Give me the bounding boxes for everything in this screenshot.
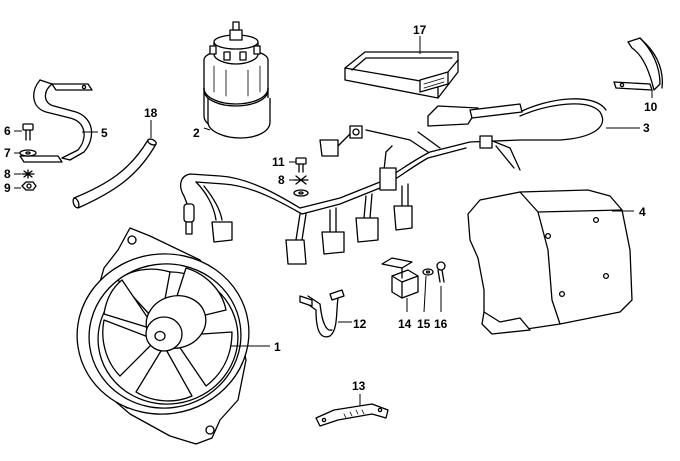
cover[interactable] bbox=[467, 189, 634, 335]
control-unit[interactable] bbox=[344, 36, 459, 99]
washer[interactable] bbox=[293, 189, 309, 197]
label-5: 5 bbox=[101, 126, 108, 140]
screw[interactable] bbox=[14, 123, 34, 141]
washer[interactable] bbox=[422, 268, 434, 313]
label-1: 1 bbox=[274, 340, 281, 354]
label-8-mid: 8 bbox=[278, 173, 285, 187]
washer[interactable] bbox=[14, 149, 37, 157]
label-8-left: 8 bbox=[4, 167, 11, 181]
relay[interactable] bbox=[381, 257, 419, 312]
label-11: 11 bbox=[272, 155, 285, 169]
label-7: 7 bbox=[4, 146, 11, 160]
label-2: 2 bbox=[193, 126, 200, 140]
label-12: 12 bbox=[353, 317, 367, 331]
screw[interactable] bbox=[436, 261, 446, 312]
label-3: 3 bbox=[643, 121, 650, 135]
lock-washer[interactable] bbox=[289, 175, 309, 185]
label-13: 13 bbox=[352, 379, 366, 393]
label-6: 6 bbox=[4, 124, 11, 138]
hose[interactable] bbox=[72, 120, 157, 209]
label-9: 9 bbox=[4, 181, 11, 195]
nut[interactable] bbox=[14, 181, 37, 191]
label-16: 16 bbox=[434, 317, 448, 331]
lock-washer[interactable] bbox=[14, 169, 35, 179]
fuel-pump[interactable] bbox=[203, 21, 271, 139]
label-4: 4 bbox=[639, 205, 646, 219]
bracket[interactable] bbox=[299, 289, 352, 338]
auxiliary-fan[interactable] bbox=[67, 227, 270, 445]
label-17: 17 bbox=[413, 23, 427, 37]
label-14: 14 bbox=[398, 317, 412, 331]
screw[interactable] bbox=[289, 157, 307, 173]
label-10: 10 bbox=[644, 100, 658, 114]
wiring-harness[interactable] bbox=[179, 98, 640, 265]
part-labels: 17 10 2 18 5 6 7 8 9 11 8 3 4 12 14 15 1… bbox=[4, 23, 658, 393]
strap[interactable] bbox=[315, 394, 389, 427]
holder[interactable] bbox=[613, 37, 664, 98]
label-15: 15 bbox=[417, 317, 431, 331]
label-18: 18 bbox=[144, 106, 158, 120]
pump-clamp[interactable] bbox=[19, 79, 98, 163]
